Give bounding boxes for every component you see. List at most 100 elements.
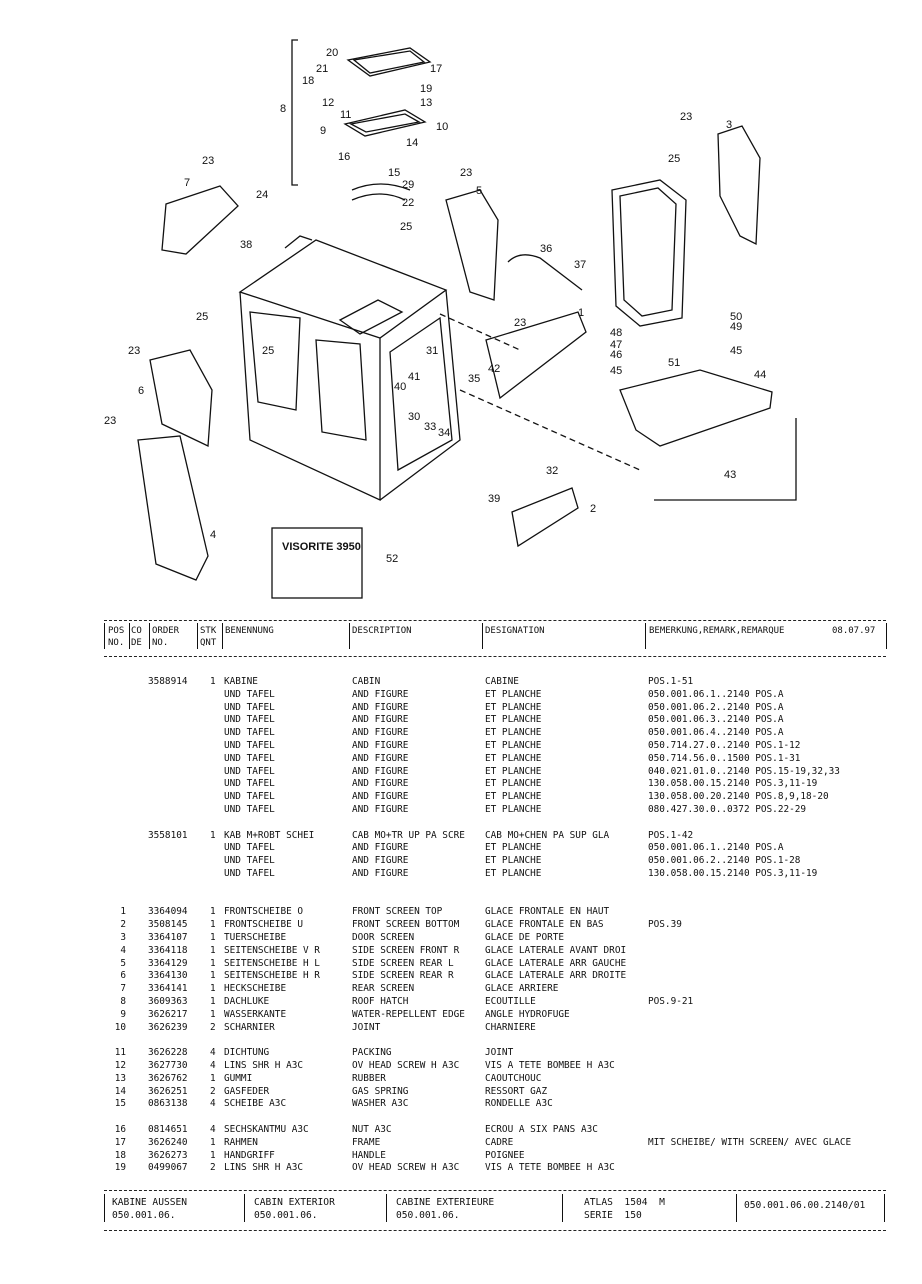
cell-description: WASHER A3C [352,1098,409,1109]
cell-benennung: GASFEDER [224,1086,270,1097]
cell-description: AND FIGURE [352,842,409,853]
cell-order-no: 3364141 [148,983,188,994]
cell-qty: 1 [210,970,216,981]
cell-designation: VIS A TETE BOMBEE H A3C [485,1162,615,1173]
header-date: 08.07.97 [832,626,876,636]
cell-designation: CHARNIERE [485,1022,536,1033]
svg-text:22: 22 [402,197,414,209]
svg-text:31: 31 [426,345,438,357]
cell-order-no: 3626240 [148,1137,188,1148]
cell-description: AND FIGURE [352,778,409,789]
cell-qty: 1 [210,1009,216,1020]
svg-text:16: 16 [338,151,350,163]
cell-designation: CABINE [485,676,519,687]
cell-remark: 050.001.06.3..2140 POS.A [648,714,784,725]
cell-order-no: 3364107 [148,932,188,943]
cell-description: AND FIGURE [352,714,409,725]
cell-designation: GLACE LATERALE ARR GAUCHE [485,958,627,969]
cell-description: OV HEAD SCREW H A3C [352,1162,460,1173]
cell-benennung: SEITENSCHEIBE H L [224,958,320,969]
svg-text:21: 21 [316,63,328,75]
svg-text:39: 39 [488,493,500,505]
cell-designation: POIGNEE [485,1150,525,1161]
cell-order-no: 3588914 [148,676,188,687]
footer-de-title: KABINE AUSSEN [112,1197,188,1208]
cell-qty: 1 [210,945,216,956]
cell-designation: ET PLANCHE [485,778,542,789]
cell-description: RUBBER [352,1073,386,1084]
cell-benennung: KABINE [224,676,258,687]
cell-benennung: DICHTUNG [224,1047,270,1058]
cell-description: PACKING [352,1047,392,1058]
cell-qty: 1 [210,1073,216,1084]
svg-text:25: 25 [262,345,274,357]
cell-description: DOOR SCREEN [352,932,415,943]
svg-text:36: 36 [540,243,552,255]
cell-remark: 050.001.06.1..2140 POS.A [648,689,784,700]
cell-designation: ET PLANCHE [485,868,542,879]
svg-text:13: 13 [420,97,432,109]
cell-order-no: 3558101 [148,830,188,841]
cell-description: AND FIGURE [352,804,409,815]
cell-remark: 050.001.06.2..2140 POS.A [648,702,784,713]
cell-order-no: 3626217 [148,1009,188,1020]
sign-text: VISORITE 3950 [282,541,361,553]
footer-page-code: 050.001.06.00.2140/01 [744,1200,866,1211]
svg-text:33: 33 [424,421,436,433]
cell-designation: CAB MO+CHEN PA SUP GLA [485,830,610,841]
svg-text:41: 41 [408,371,420,383]
cell-qty: 4 [210,1098,216,1109]
cell-pos: 5 [120,958,126,969]
cell-description: WATER-REPELLENT EDGE [352,1009,465,1020]
cell-designation: ET PLANCHE [485,804,542,815]
cell-benennung: TUERSCHEIBE [224,932,287,943]
cell-benennung: LINS SHR H A3C [224,1060,304,1071]
cell-order-no: 3364129 [148,958,188,969]
svg-text:37: 37 [574,259,586,271]
cell-benennung: UND TAFEL [224,702,275,713]
cell-order-no: 3364118 [148,945,188,956]
col-description: DESCRIPTION [352,626,412,636]
cell-designation: ET PLANCHE [485,766,542,777]
cell-designation: ANGLE HYDROFUGE [485,1009,570,1020]
cell-remark: 050.001.06.4..2140 POS.A [648,727,784,738]
cell-designation: GLACE ARRIERE [485,983,559,994]
cell-pos: 10 [114,1022,126,1033]
cell-designation: ET PLANCHE [485,714,542,725]
cell-benennung: UND TAFEL [224,753,275,764]
cell-order-no: 3626251 [148,1086,188,1097]
cell-qty: 1 [210,958,216,969]
svg-text:34: 34 [438,427,450,439]
svg-text:14: 14 [406,137,418,149]
cell-pos: 2 [120,919,126,930]
cell-benennung: UND TAFEL [224,740,275,751]
cell-benennung: UND TAFEL [224,689,275,700]
cell-qty: 1 [210,1150,216,1161]
svg-text:9: 9 [320,125,326,137]
cell-benennung: HANDGRIFF [224,1150,275,1161]
cell-order-no: 3627730 [148,1060,188,1071]
cell-remark: 080.427.30.0..0372 POS.22-29 [648,804,807,815]
svg-text:49: 49 [730,321,742,333]
footer-en-title: CABIN EXTERIOR [254,1197,335,1208]
svg-text:25: 25 [668,153,680,165]
cell-benennung: GUMMI [224,1073,253,1084]
cell-description: OV HEAD SCREW H A3C [352,1060,460,1071]
cell-description: GAS SPRING [352,1086,409,1097]
cell-benennung: DACHLUKE [224,996,270,1007]
cell-description: FRONT SCREEN BOTTOM [352,919,460,930]
